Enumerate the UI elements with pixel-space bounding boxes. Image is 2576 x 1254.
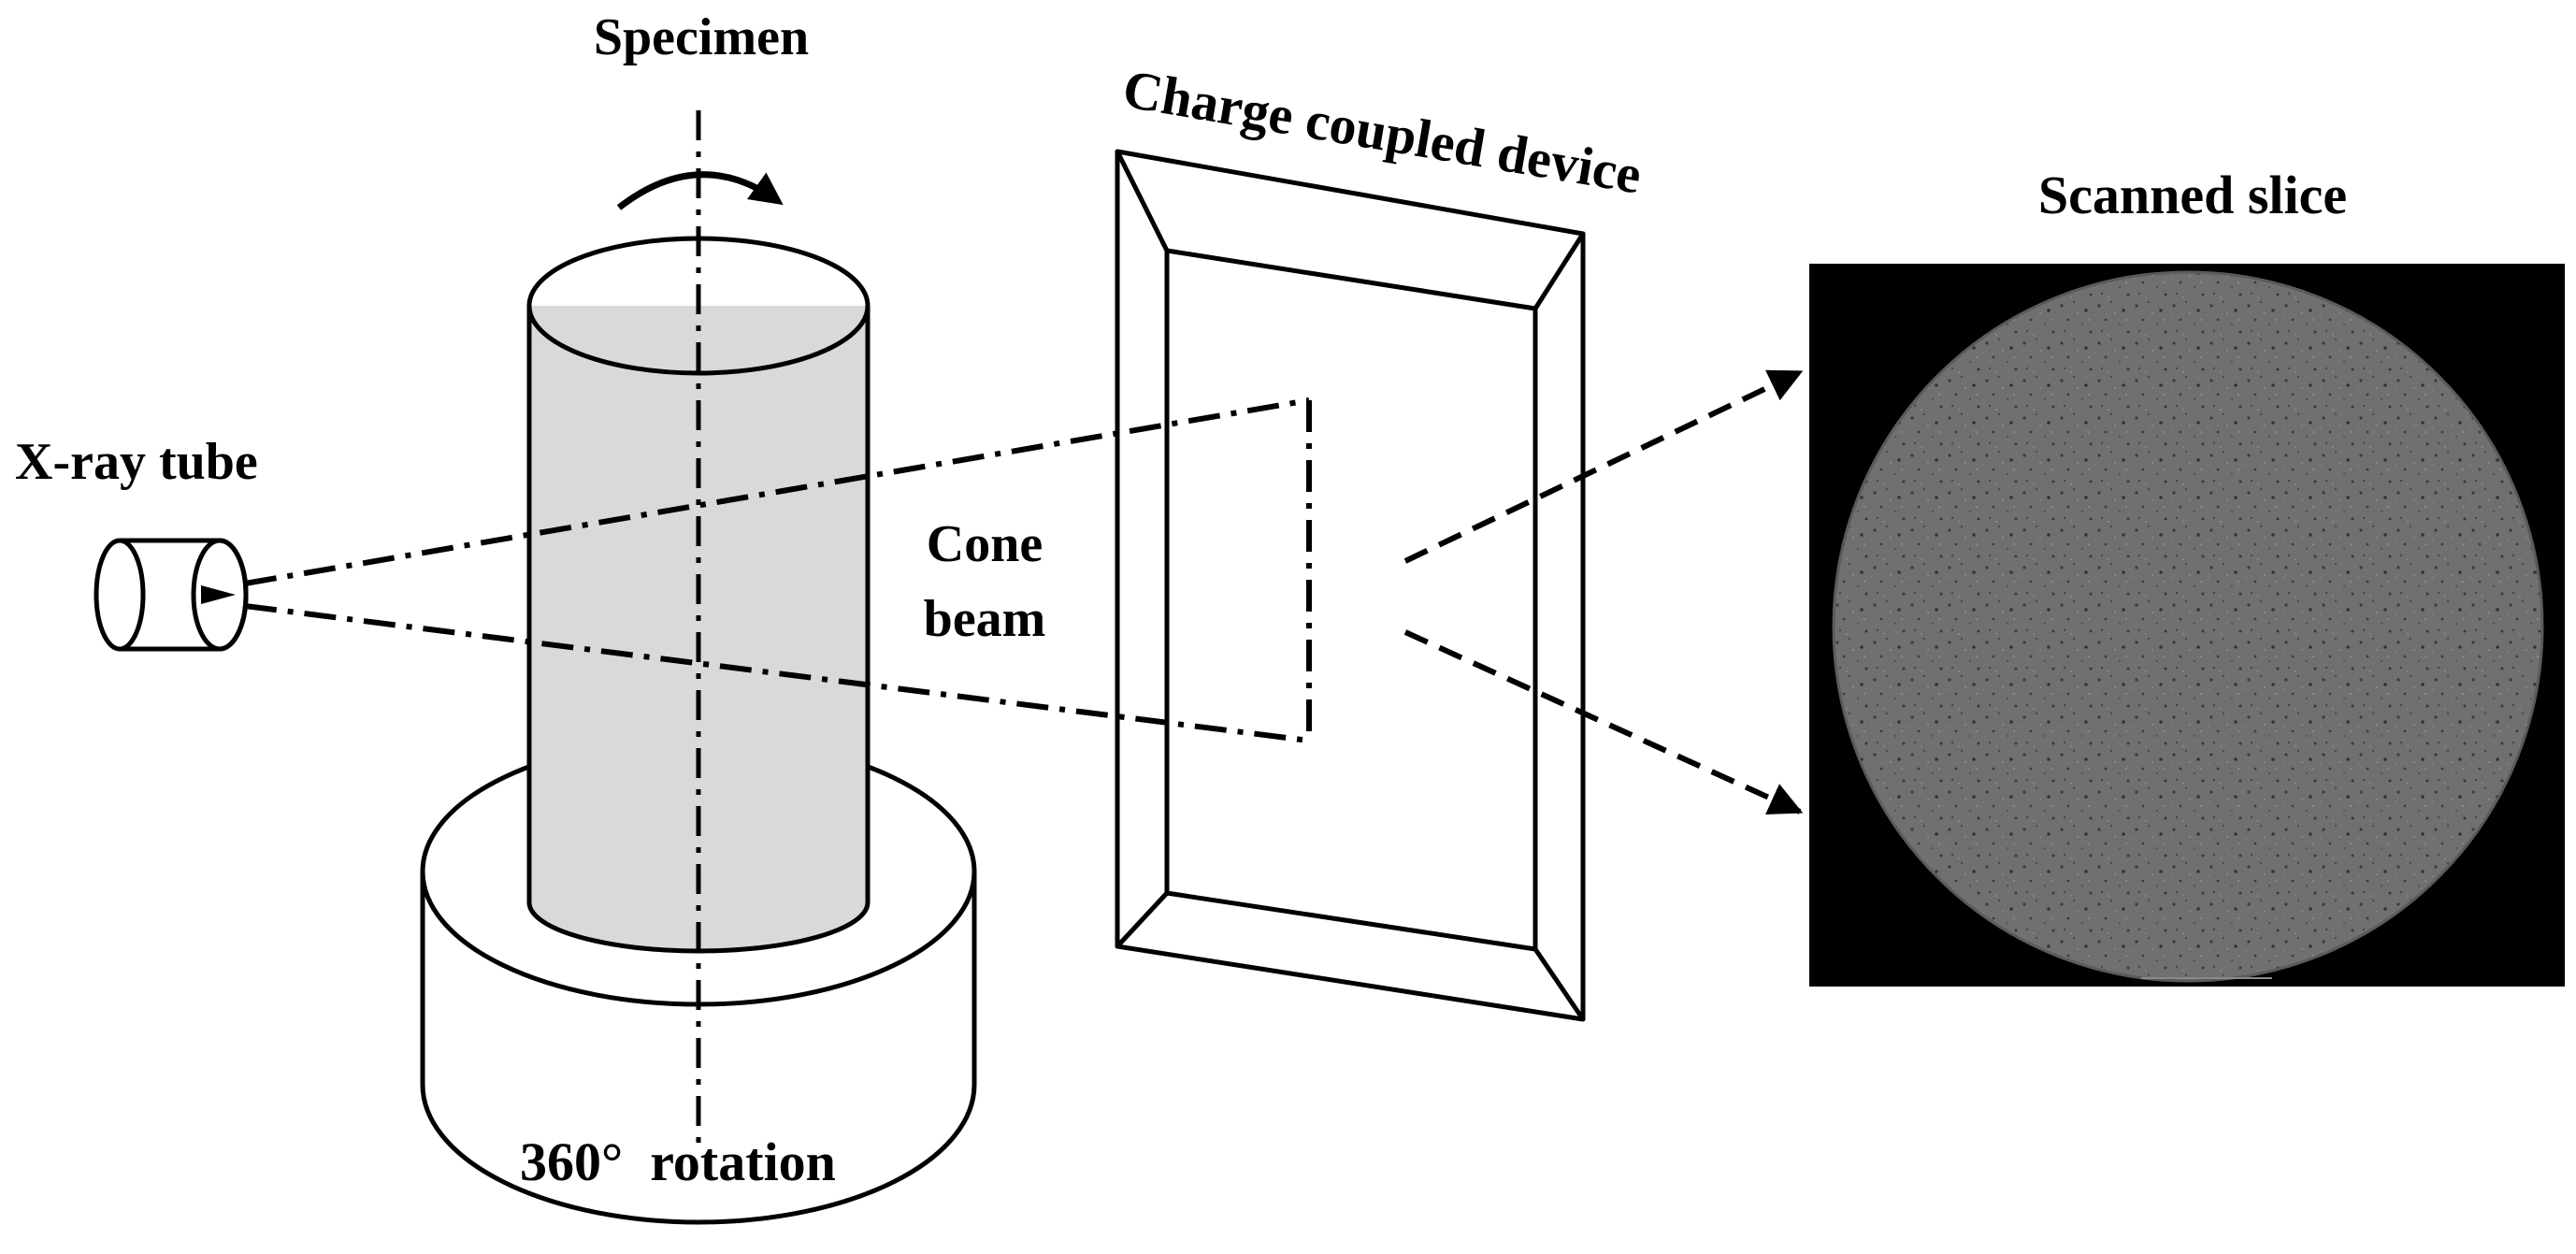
cone-beam-label-line2: beam — [924, 590, 1046, 648]
ccd-label: Charge coupled device — [1118, 58, 1646, 206]
output-arrows — [1403, 369, 1804, 814]
lower-arrow-icon — [1403, 629, 1804, 814]
specimen-label: Specimen — [594, 8, 809, 66]
curved-arrow-icon — [616, 171, 784, 210]
xray-tube-icon — [94, 538, 249, 652]
xray-tube-label: X-ray tube — [15, 433, 258, 491]
scanned-slice-label: Scanned slice — [2038, 165, 2347, 225]
upper-arrow-icon — [1403, 369, 1804, 564]
rotation-label: 360° rotation — [520, 1131, 836, 1192]
ccd-detector — [1115, 149, 1586, 1022]
scanned-slice-image — [1809, 264, 2565, 987]
cone-beam-label-line1: Cone — [927, 515, 1043, 573]
cone-beam — [244, 397, 1312, 743]
